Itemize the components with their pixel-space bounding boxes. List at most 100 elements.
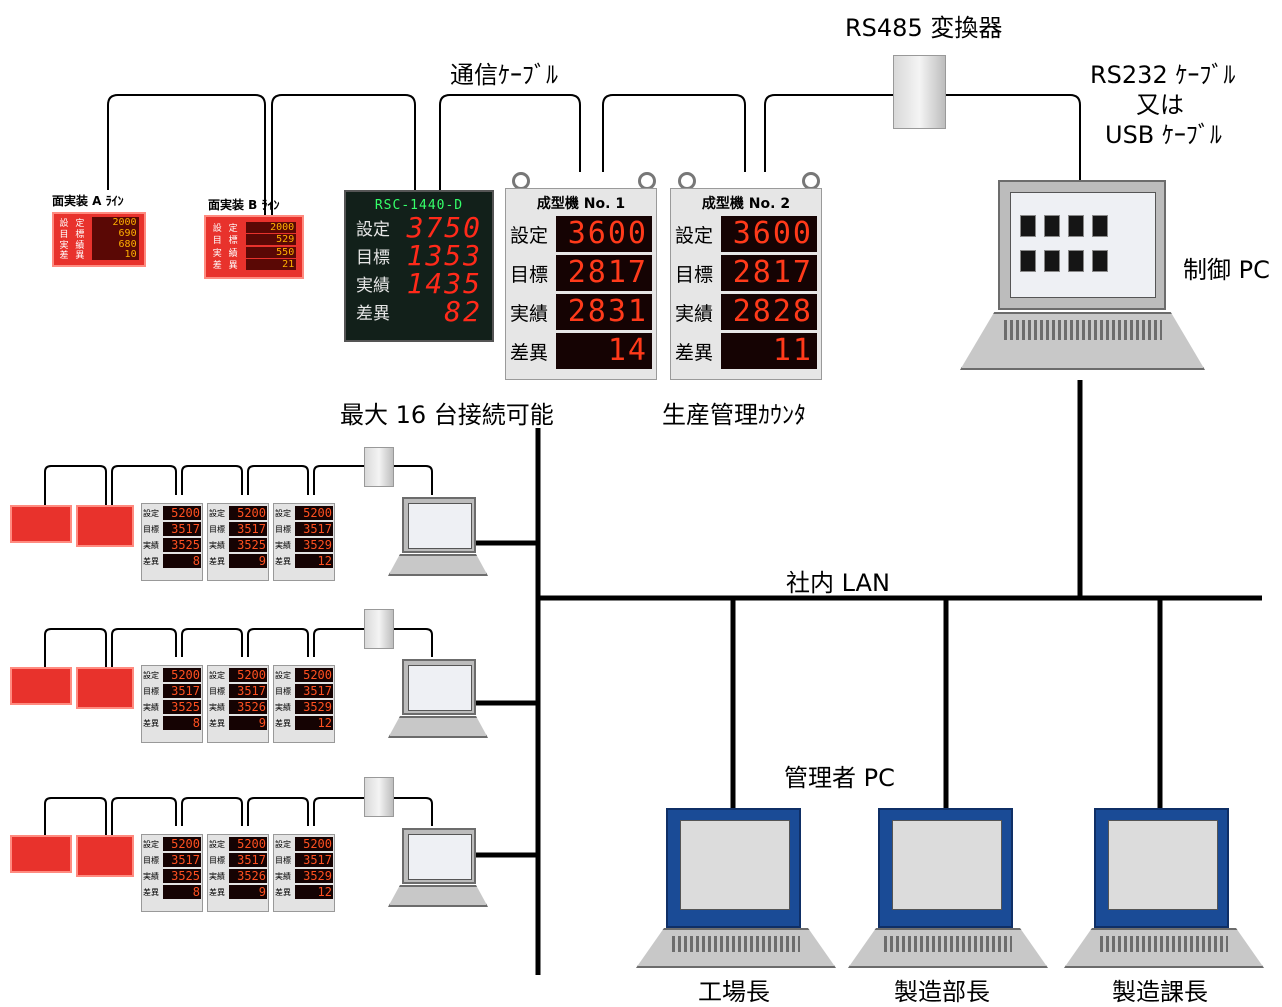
key: 差異 xyxy=(275,887,291,897)
key: 差異 xyxy=(275,718,291,728)
value: 21 xyxy=(246,259,297,271)
value: 2000 xyxy=(91,216,139,228)
mini-laptop xyxy=(388,497,488,579)
key: 実績 xyxy=(356,275,390,296)
value: 3517 xyxy=(229,853,267,867)
value: 2817 xyxy=(721,255,817,291)
value: 5200 xyxy=(163,668,201,682)
key: 実績 xyxy=(209,871,225,881)
key: 実績 xyxy=(143,540,159,550)
rs232-label-3: USB ｹｰﾌﾞﾙ xyxy=(1105,121,1222,149)
value: 680 xyxy=(91,238,139,250)
key: 目標 xyxy=(356,247,390,268)
value: 2000 xyxy=(246,221,297,233)
key: 設定 xyxy=(275,508,291,518)
key: 差異 xyxy=(209,556,225,566)
key: 差異 xyxy=(143,718,159,728)
key: 設定 xyxy=(209,839,225,849)
key: 目標 xyxy=(275,524,291,534)
mini-line-board xyxy=(10,835,72,873)
value: 529 xyxy=(246,234,297,246)
value: 82 xyxy=(444,294,482,328)
admin-laptop-mfg-dept xyxy=(848,808,1048,968)
value: 5200 xyxy=(163,837,201,851)
key: 設定 xyxy=(143,670,159,680)
line-a-title: 面実装 A ﾗｲﾝ xyxy=(52,194,124,208)
key: 目標 xyxy=(510,263,549,286)
value: 3525 xyxy=(163,869,201,883)
value: 9 xyxy=(229,885,267,899)
control-pc-label: 制御 PC xyxy=(1183,256,1270,284)
key: 実 績 xyxy=(212,248,240,259)
key: 設定 xyxy=(143,839,159,849)
key: 実 績 xyxy=(59,240,87,251)
key: 差異 xyxy=(143,887,159,897)
value: 5200 xyxy=(295,668,333,682)
value: 8 xyxy=(163,554,201,568)
value: 3517 xyxy=(229,684,267,698)
key: 目標 xyxy=(209,855,225,865)
value: 12 xyxy=(295,885,333,899)
value: 3600 xyxy=(556,216,652,252)
value: 10 xyxy=(91,249,139,261)
key: 差異 xyxy=(209,718,225,728)
key: 実績 xyxy=(209,702,225,712)
key: 設定 xyxy=(275,670,291,680)
value: 1353 xyxy=(406,238,482,272)
rsc-header: RSC-1440-D xyxy=(374,198,464,213)
value: 3525 xyxy=(163,700,201,714)
key: 差 異 xyxy=(59,251,87,262)
pc-label-mfg-section: 製造課長 xyxy=(1112,978,1208,1006)
value: 3526 xyxy=(229,700,267,714)
key: 目標 xyxy=(209,686,225,696)
mini-counter: 設定 5200 目標 3517 実績 3526 差異 9 xyxy=(207,665,269,743)
mini-laptop xyxy=(388,659,488,741)
value: 3750 xyxy=(406,210,482,244)
key: 設定 xyxy=(275,839,291,849)
comm-cable-label: 通信ｹｰﾌﾞﾙ xyxy=(450,61,558,89)
value: 3526 xyxy=(229,869,267,883)
value: 3525 xyxy=(229,538,267,552)
admin-laptop-factory xyxy=(636,808,836,968)
key: 差異 xyxy=(675,341,714,364)
admin-pc-label: 管理者 PC xyxy=(784,764,895,792)
key: 設定 xyxy=(143,508,159,518)
key: 目 標 xyxy=(59,229,87,240)
mold-1-title: 成型機 No. 1 xyxy=(536,196,626,212)
control-pc-screen xyxy=(1010,192,1156,298)
mini-line-board xyxy=(76,505,134,547)
key: 目 標 xyxy=(212,236,240,247)
value: 3517 xyxy=(295,684,333,698)
value: 8 xyxy=(163,716,201,730)
key: 差 異 xyxy=(212,261,240,272)
mini-converter xyxy=(364,447,394,487)
value: 5200 xyxy=(229,506,267,520)
pc-label-factory: 工場長 xyxy=(698,978,770,1006)
key: 設定 xyxy=(356,219,390,240)
value: 3517 xyxy=(295,522,333,536)
line-b-title: 面実装 B ﾗｲﾝ xyxy=(208,198,280,212)
key: 設定 xyxy=(209,670,225,680)
key: 目標 xyxy=(275,686,291,696)
value: 9 xyxy=(229,716,267,730)
value: 3517 xyxy=(163,684,201,698)
key: 差異 xyxy=(209,887,225,897)
key: 設定 xyxy=(675,224,714,247)
pc-label-mfg-dept: 製造部長 xyxy=(894,978,990,1006)
admin-laptop-mfg-section xyxy=(1064,808,1264,968)
value: 3529 xyxy=(295,700,333,714)
value: 550 xyxy=(246,246,297,258)
max-units-label: 最大 16 台接続可能 xyxy=(340,401,554,429)
value: 5200 xyxy=(229,668,267,682)
key: 目標 xyxy=(209,524,225,534)
value: 11 xyxy=(721,333,817,369)
key: 実績 xyxy=(143,871,159,881)
